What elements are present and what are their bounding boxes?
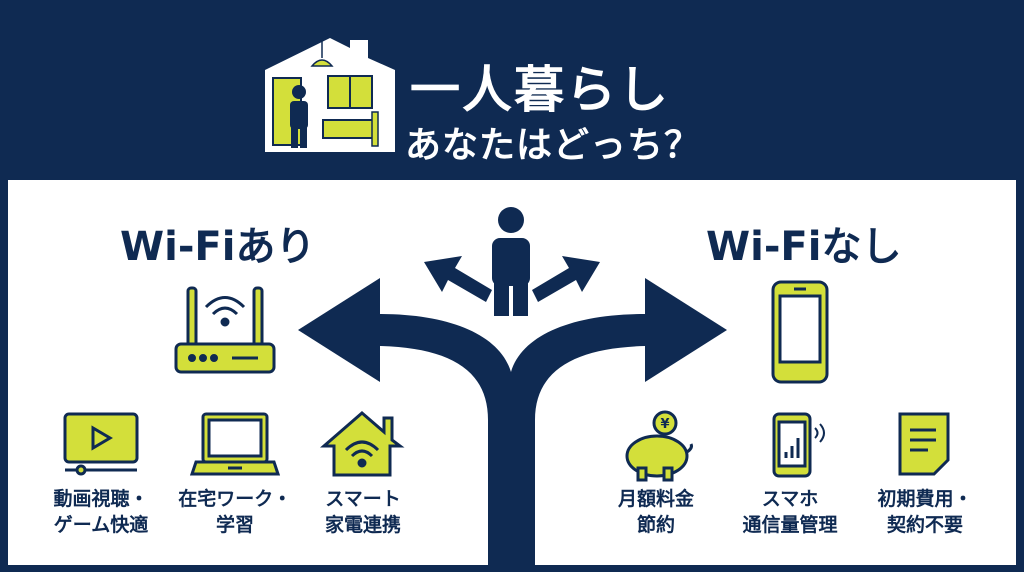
wifi-yes-heading: Wi-Fiあり xyxy=(120,224,316,270)
label-line: 家電連携 xyxy=(324,514,401,536)
smartphone-icon xyxy=(771,280,829,384)
label-line: ゲーム快適 xyxy=(53,514,149,536)
document-icon xyxy=(898,412,950,476)
title-line-2: あなたはどっち？ xyxy=(405,125,702,166)
benefit-label-smart-home: スマート家電連携 xyxy=(298,486,428,538)
label-line: 在宅ワーク・ xyxy=(178,488,292,510)
video-player-icon xyxy=(63,412,139,476)
yen-symbol: ¥ xyxy=(660,417,669,432)
title-line-1: 一人暮らし xyxy=(410,61,670,119)
label-line: 契約不要 xyxy=(886,514,963,536)
label-line: スマホ xyxy=(761,488,819,510)
benefit-label-no-contract: 初期費用・契約不要 xyxy=(860,486,990,538)
label-line: 初期費用・ xyxy=(877,488,973,510)
label-line: 学習 xyxy=(215,514,254,536)
laptop-icon xyxy=(189,412,281,476)
wifi-no-heading: Wi-Fiなし xyxy=(706,224,902,270)
house-logo-icon xyxy=(265,38,395,152)
crossroads-arrows-icon xyxy=(298,207,727,572)
smartphone-signal-icon xyxy=(772,412,825,478)
benefit-label-data-usage: スマホ通信量管理 xyxy=(725,486,855,538)
router-icon xyxy=(174,286,276,374)
smart-home-icon xyxy=(319,411,405,477)
benefit-label-savings: 月額料金節約 xyxy=(591,486,721,538)
label-line: 通信量管理 xyxy=(742,514,838,536)
person-head xyxy=(498,207,524,233)
label-line: スマート xyxy=(325,488,401,510)
benefit-label-video: 動画視聴・ゲーム快適 xyxy=(36,486,166,538)
label-line: 月額料金 xyxy=(617,488,694,510)
label-line: 動画視聴・ xyxy=(53,488,149,510)
piggy-bank-icon xyxy=(625,410,693,482)
label-line: 節約 xyxy=(636,514,675,536)
benefit-label-remote-work: 在宅ワーク・学習 xyxy=(170,486,300,538)
